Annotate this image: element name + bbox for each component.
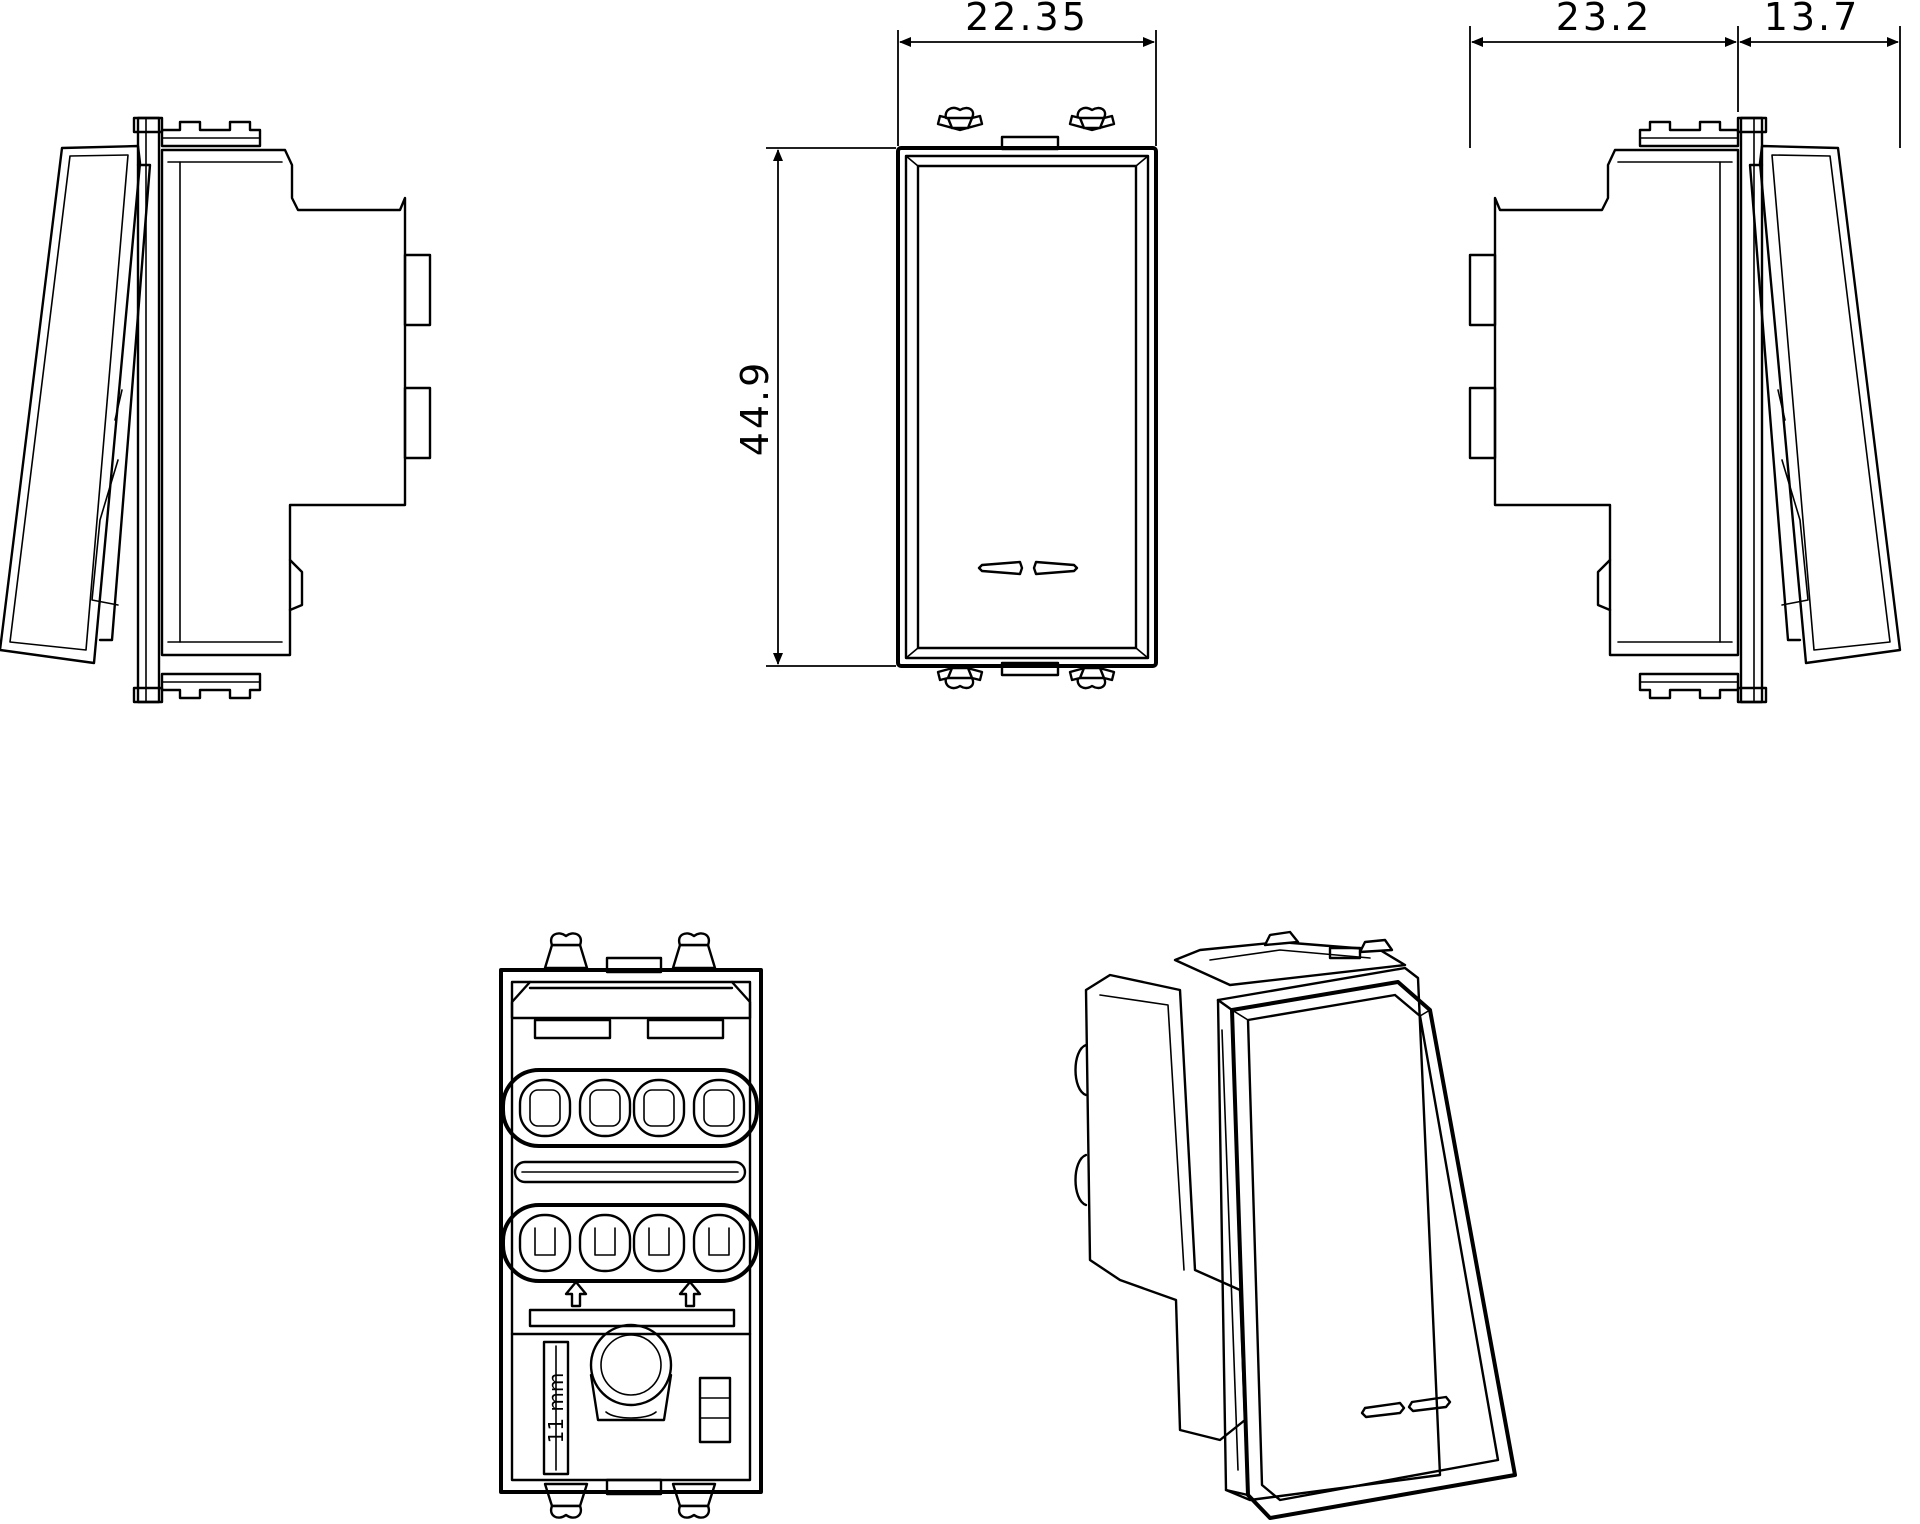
front-view	[896, 106, 1158, 690]
dim-side-depth: 23.2 13.7	[1469, 0, 1901, 148]
side-view-left	[0, 116, 432, 704]
dim-side-rocker-value: 13.7	[1764, 0, 1861, 39]
dim-front-width: 22.35	[897, 0, 1157, 146]
isometric-view	[1074, 930, 1517, 1520]
strip-length-label: 11 mm	[544, 1373, 568, 1444]
side-view-right	[1468, 116, 1902, 704]
dim-front-width-value: 22.35	[965, 0, 1089, 39]
dim-front-height-value: 44.9	[733, 360, 777, 457]
dim-front-height: 44.9	[733, 147, 896, 667]
rear-view: 11 mm	[499, 932, 763, 1519]
dim-side-body-value: 23.2	[1556, 0, 1653, 39]
